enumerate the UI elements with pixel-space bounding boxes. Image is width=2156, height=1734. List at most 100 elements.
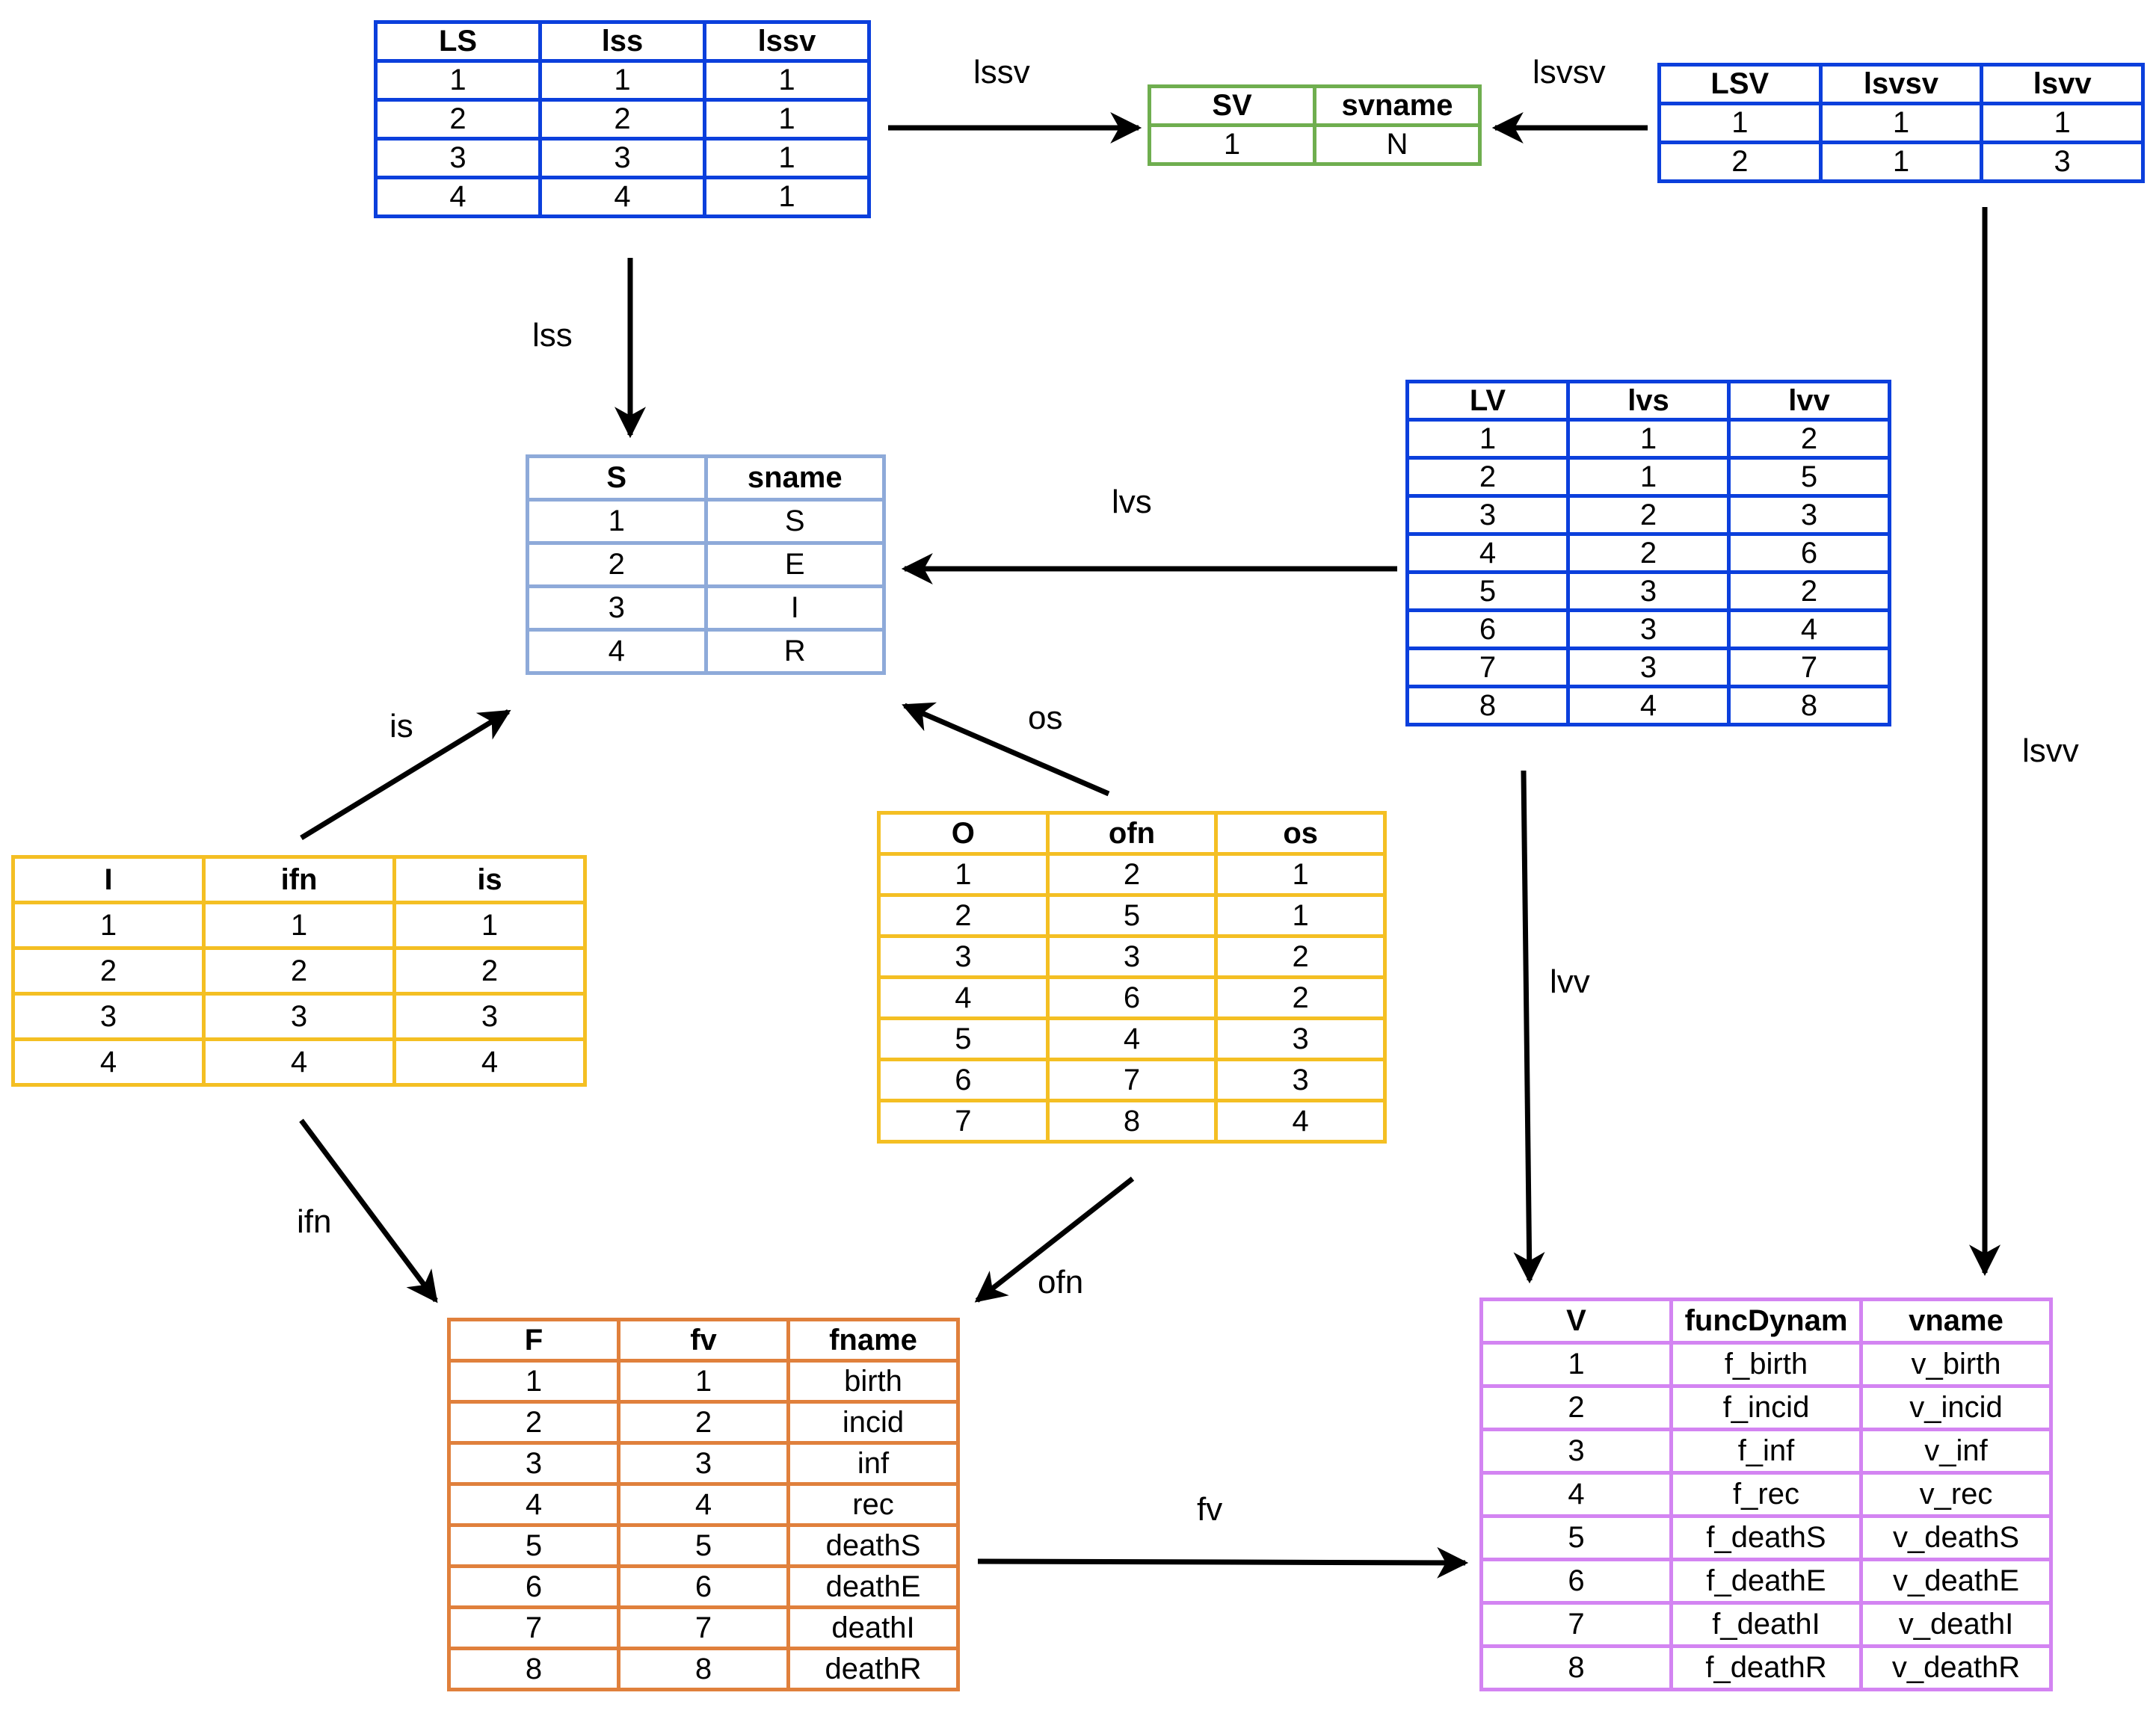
arrow-lvv [1513,770,1545,1284]
column-header: I [11,855,206,904]
table-cell: v_birth [1859,1341,2053,1388]
table-cell: 8 [1727,685,1891,726]
table-cell: 4 [1566,685,1731,726]
column-header: lvs [1566,380,1731,422]
table-cell: 3 [374,137,542,179]
column-header: sname [703,454,886,502]
table-cell: 2 [1566,532,1731,574]
table-cell: 1 [1818,102,1984,144]
table-cell: 3 [1479,1428,1673,1475]
column-header: ifn [202,855,396,904]
table-cell: 4 [11,1037,206,1087]
table-cell: 7 [1045,1058,1219,1102]
edge-label-ifn: ifn [297,1203,332,1240]
table-cell: v_deathI [1859,1601,2053,1648]
table-cell: deathS [786,1523,960,1568]
table-cell: 2 [1479,1384,1673,1431]
table-cell: 3 [1566,608,1731,650]
table-cell: 5 [1405,570,1570,612]
column-header: lvv [1727,380,1891,422]
table-cell: 3 [1045,934,1219,979]
table-cell: 8 [1479,1644,1673,1691]
edge-label-lssv: lssv [973,54,1030,90]
column-header: lssv [703,20,871,63]
table-cell: 3 [1214,1058,1387,1102]
table-cell: 1 [526,498,708,545]
edge-label-os: os [1028,700,1063,736]
column-header: ofn [1045,811,1219,856]
column-header: F [447,1318,620,1363]
table-cell: 4 [877,975,1050,1020]
table-cell: f_rec [1669,1471,1863,1518]
table-cell: 5 [1045,893,1219,938]
table-cell: 1 [1148,123,1316,166]
table-cell: 1 [703,59,871,102]
table-cell: 4 [374,176,542,218]
table-cell: f_inf [1669,1428,1863,1475]
table-cell: 2 [877,893,1050,938]
table-cell: 3 [1566,647,1731,688]
column-header: V [1479,1298,1673,1345]
table-cell: v_deathE [1859,1558,2053,1605]
table-cell: 1 [1657,102,1823,144]
table-cell: 1 [1566,456,1731,498]
table-cell: deathI [786,1605,960,1650]
column-header: O [877,811,1050,856]
arrow-ifn [299,1118,438,1303]
table-cell: 1 [1214,893,1387,938]
column-header: svname [1313,84,1482,127]
table-cell: 6 [1479,1558,1673,1605]
table-cell: 1 [1479,1341,1673,1388]
table-cell: 4 [617,1482,790,1527]
table-cell: 1 [703,137,871,179]
column-header: lsvsv [1818,63,1984,105]
table-cell: f_deathE [1669,1558,1863,1605]
table-cell: 3 [447,1441,620,1486]
arrow-fv [977,1546,1469,1579]
table-cell: 2 [1214,975,1387,1020]
table-cell: 5 [1727,456,1891,498]
table-cell: 1 [1214,852,1387,897]
edge-label-lsvv: lsvv [2022,732,2079,769]
table-cell: 6 [877,1058,1050,1102]
table-cell: N [1313,123,1482,166]
table-cell: 8 [617,1647,790,1691]
table-cell: 2 [617,1400,790,1445]
table-cell: 2 [11,946,206,996]
table-cell: 4 [392,1037,587,1087]
edge-label-lss: lss [532,317,573,354]
table-cell: 2 [374,98,542,141]
table-cell: 4 [202,1037,396,1087]
table-cell: 5 [447,1523,620,1568]
table-cell: 7 [617,1605,790,1650]
table-cell: 4 [1479,1471,1673,1518]
table-cell: 2 [1727,570,1891,612]
table-cell: 3 [1566,570,1731,612]
arrow-ofn [974,1176,1135,1303]
table-cell: 3 [1214,1016,1387,1061]
